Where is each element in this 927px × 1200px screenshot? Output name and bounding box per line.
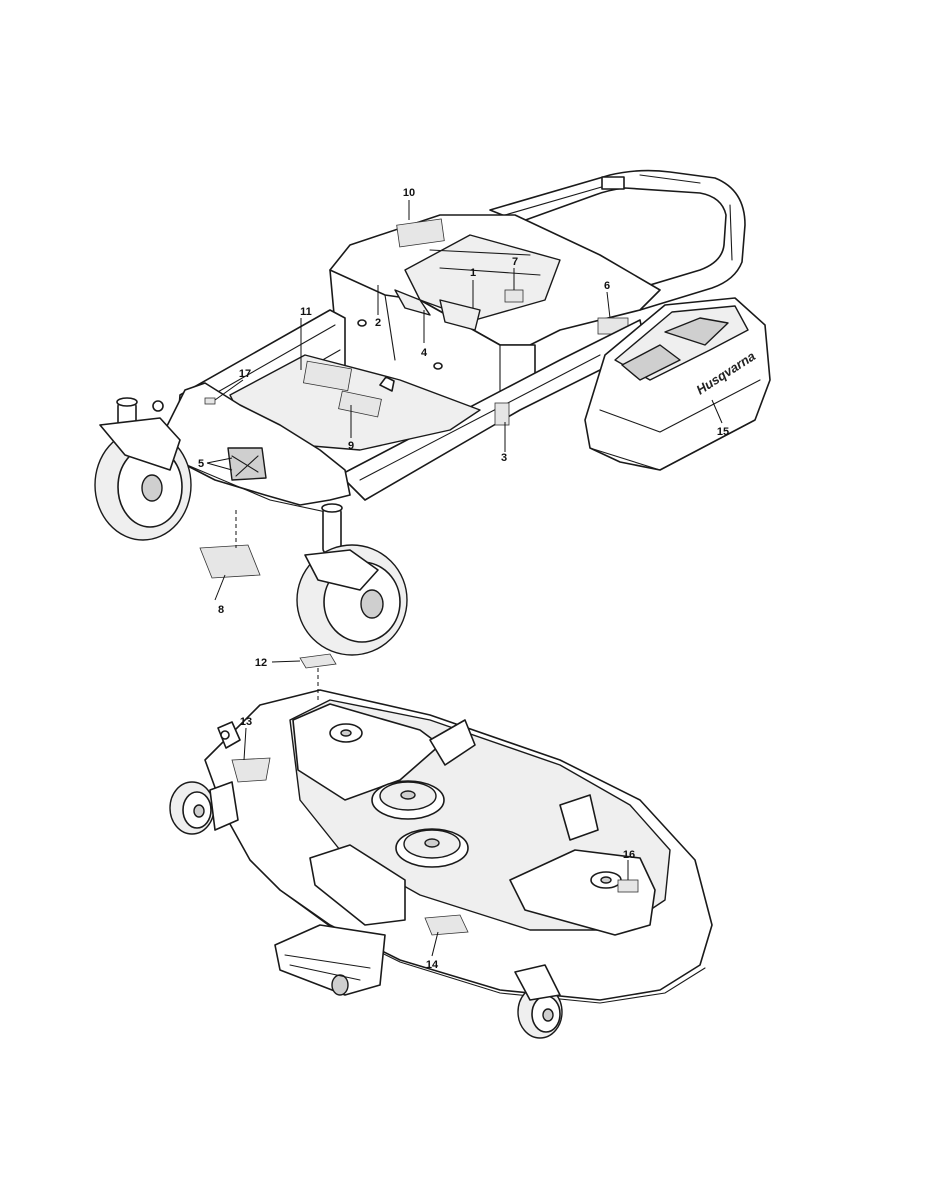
discharge-chute bbox=[274, 924, 386, 996]
mower-deck-assembly bbox=[169, 653, 713, 1039]
decal-14-plate bbox=[424, 914, 469, 936]
deck-bracket-b bbox=[559, 794, 599, 841]
front-nose-cowl bbox=[164, 382, 351, 506]
callout-2: 2 bbox=[375, 317, 381, 329]
callout-4: 4 bbox=[421, 347, 428, 359]
callout-9: 9 bbox=[348, 440, 354, 452]
belt-shield-right bbox=[509, 849, 656, 936]
decal-7-plate bbox=[504, 289, 524, 303]
callout-10: 10 bbox=[403, 187, 415, 199]
decal-8-plate bbox=[199, 544, 261, 579]
decal-1-plate bbox=[439, 299, 481, 331]
callout-11: 11 bbox=[300, 306, 312, 318]
chassis-assembly bbox=[94, 169, 746, 656]
right-front-caster bbox=[296, 503, 408, 656]
deck-bracket-a bbox=[429, 719, 476, 766]
callout-12: 12 bbox=[255, 657, 267, 669]
callout-7: 7 bbox=[512, 256, 518, 268]
callout-13: 13 bbox=[240, 716, 252, 728]
decal-16-plate bbox=[617, 879, 639, 893]
leader-lines bbox=[206, 200, 723, 957]
callout-labels: 10 1 7 2 6 11 4 17 9 3 5 15 8 12 13 16 1… bbox=[198, 187, 729, 971]
front-badge-panel bbox=[227, 447, 267, 481]
decal-17-plate bbox=[204, 397, 216, 405]
belt-shield-left bbox=[292, 703, 441, 801]
deck-gauge-wheel-rear bbox=[514, 964, 563, 1039]
handle-clip bbox=[601, 176, 625, 190]
callout-16: 16 bbox=[623, 849, 635, 861]
callout-15: 15 bbox=[717, 426, 729, 438]
callout-8: 8 bbox=[218, 604, 224, 616]
latch bbox=[379, 376, 395, 392]
callout-17: 17 bbox=[239, 368, 251, 380]
pulley-lower bbox=[395, 828, 469, 868]
decal-10-plate bbox=[396, 218, 445, 248]
decal-12-plate bbox=[299, 653, 337, 669]
callout-6: 6 bbox=[604, 280, 610, 292]
callout-5: 5 bbox=[198, 458, 204, 470]
callout-14: 14 bbox=[426, 959, 439, 971]
deck-bracket-c bbox=[309, 844, 406, 926]
decal-3-plate bbox=[494, 402, 510, 426]
seat-cover-assembly: Husqvarna bbox=[584, 297, 771, 471]
decal-13-plate bbox=[231, 757, 271, 783]
decal-9-plate bbox=[338, 390, 382, 418]
decal-11-plate bbox=[302, 360, 353, 392]
callout-1: 1 bbox=[470, 267, 476, 279]
callout-3: 3 bbox=[501, 452, 507, 464]
deck-gauge-wheel-left bbox=[169, 781, 239, 835]
pulley-upper bbox=[371, 780, 445, 820]
left-front-caster bbox=[94, 397, 192, 541]
